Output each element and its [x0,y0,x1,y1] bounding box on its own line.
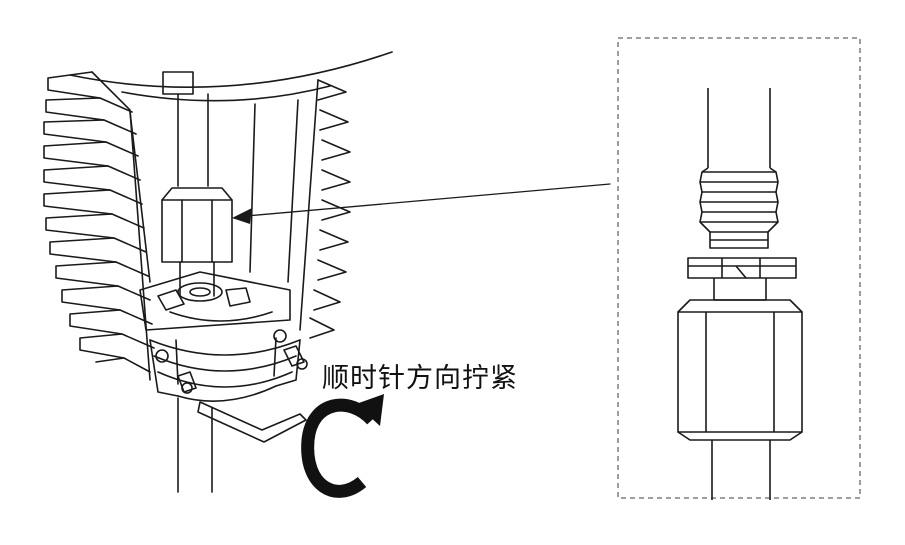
clamp-screw-right [273,329,308,370]
detail-inset-frame [617,37,861,499]
instruction-label: 顺时针方向拧紧 [322,363,518,394]
detail-threaded-fitting [677,88,803,500]
central-shaft [177,93,209,187]
housing-left-inner-wall [129,111,151,283]
clamp-screw-left [155,349,197,394]
left-fin-stack [43,71,155,381]
lower-shaft [179,261,215,297]
housing-right-inner-wall [287,99,299,283]
hex-key [197,401,307,443]
mounting-post [177,397,213,493]
leader-line [245,183,611,217]
clockwise-rotation-arrow [301,394,384,498]
shaft-hex-nut [161,187,233,263]
housing-top-arc [69,51,393,89]
clamp-ring [149,337,301,402]
housing-inner-rib [249,103,256,273]
base-mechanism [139,271,291,331]
shaft-top-collar [162,71,194,95]
leader-arrowhead [232,208,252,224]
housing-inner-arc [121,85,331,102]
right-fin-stack [299,79,351,339]
